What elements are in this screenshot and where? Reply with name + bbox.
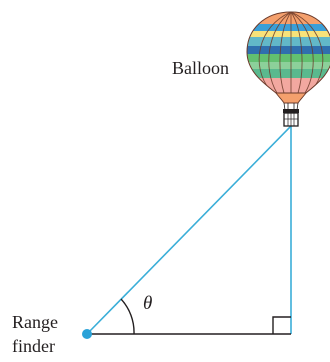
balloon-icon <box>246 11 330 127</box>
range-finder-point <box>82 329 92 339</box>
angle-theta-label: θ <box>143 293 153 314</box>
range-finder-label-line2: finder <box>12 336 55 356</box>
range-finder-label-line1: Range <box>12 312 58 332</box>
angle-arc <box>120 298 135 335</box>
line-of-sight <box>86 125 292 335</box>
balloon-label: Balloon <box>172 58 229 78</box>
right-angle-marker <box>272 316 291 334</box>
